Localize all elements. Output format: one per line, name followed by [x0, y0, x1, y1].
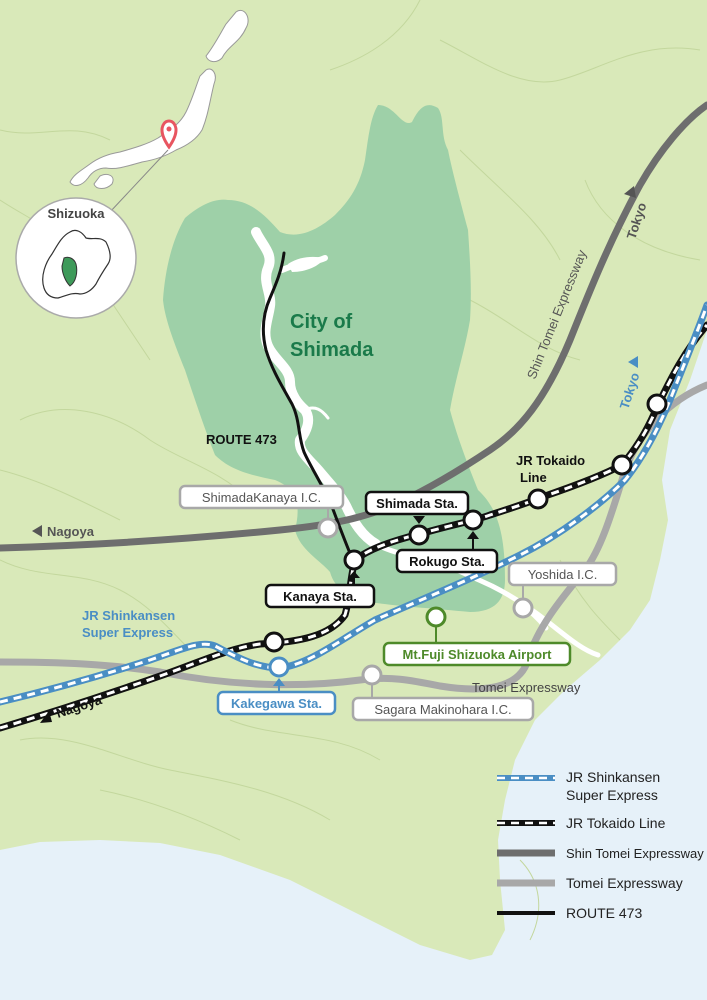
kanaya-sta-marker	[343, 549, 365, 571]
tokaido-station-marker-1	[527, 488, 549, 510]
route-473-label: ROUTE 473	[206, 432, 277, 447]
shimada-sta-marker	[408, 524, 430, 546]
station-markers	[263, 393, 668, 686]
rokugo-sta-pointer-icon	[467, 531, 479, 539]
shimada-sta-text: Shimada Sta.	[376, 496, 458, 511]
place-label-airport: Mt.Fuji Shizuoka Airport	[382, 641, 572, 667]
tomei-label: Tomei Expressway	[472, 680, 581, 695]
jr-tokaido-label-1: JR Tokaido	[516, 453, 585, 468]
jr-tokaido-line-dash	[0, 324, 707, 730]
rokugo-sta-text: Rokugo Sta.	[409, 554, 485, 569]
legend: JR Shinkansen Super Express JR Tokaido L…	[497, 769, 704, 921]
airport-marker	[425, 606, 447, 628]
tokaido-station-marker-3	[646, 393, 668, 415]
map-pin-dot	[166, 126, 172, 132]
place-label-kanaya-sta: Kanaya Sta.	[264, 583, 376, 609]
rokugo-sta-marker	[462, 509, 484, 531]
kanaya-sta-text: Kanaya Sta.	[283, 589, 357, 604]
kakegawa-sta-marker	[268, 656, 290, 678]
city-label-line-2: Shimada	[290, 339, 374, 361]
map-pin-icon	[160, 119, 178, 150]
nagoya-left-arrow-icon	[32, 525, 42, 537]
place-label-sagara-makinohara-ic: Sagara Makinohara I.C.	[351, 696, 535, 722]
legend-shinkansen-label-1: JR Shinkansen	[566, 769, 660, 785]
tokyo-rail-arrow-icon	[628, 356, 638, 368]
shimada-sta-pointer-icon	[413, 516, 425, 524]
place-label-shimada-sta: Shimada Sta.	[364, 490, 470, 516]
terrain-lines	[0, 0, 701, 941]
airport-text: Mt.Fuji Shizuoka Airport	[402, 647, 552, 662]
jr-tokaido-label-2: Line	[520, 470, 547, 485]
tokyo-top-arrow-icon	[624, 186, 636, 198]
city-label-line-1: City of	[290, 311, 353, 333]
place-label-kakegawa-sta: Kakegawa Sta.	[216, 690, 337, 716]
tokaido-station-marker-4	[263, 631, 285, 653]
sagara-makinohara-ic-text: Sagara Makinohara I.C.	[374, 702, 511, 717]
jr-shinkansen-line-dash	[0, 304, 707, 704]
legend-shin-tomei-label: Shin Tomei Expressway	[566, 846, 704, 861]
legend-shinkansen-label-2: Super Express	[566, 787, 658, 803]
shizuoka-label: Shizuoka	[47, 206, 105, 221]
yoshida-ic-text: Yoshida I.C.	[528, 567, 598, 582]
japan-outline	[69, 10, 249, 189]
nagoya-bottom-arrow-icon	[40, 711, 52, 723]
jr-shinkansen-label-1: JR Shinkansen	[82, 608, 175, 623]
shimada-inset-shape	[61, 256, 78, 287]
legend-route473-label: ROUTE 473	[566, 905, 642, 921]
tokaido-station-marker-2	[611, 454, 633, 476]
legend-tomei-label: Tomei Expressway	[566, 875, 683, 891]
shimadakanaya-ic-marker	[317, 517, 339, 539]
shimadakanaya-ic-text: ShimadaKanaya I.C.	[202, 490, 321, 505]
jr-shinkansen-label-2: Super Express	[82, 625, 173, 640]
route-473-line	[261, 251, 354, 560]
kanaya-sta-pointer-icon	[348, 571, 360, 578]
shimada-city-area	[163, 105, 505, 612]
sagara-makinohara-ic-marker	[361, 664, 383, 686]
place-label-shimadakanaya-ic: ShimadaKanaya I.C.	[178, 484, 345, 510]
kakegawa-sta-pointer-icon	[273, 678, 285, 686]
lake	[288, 256, 324, 272]
nagoya-left-label: Nagoya	[47, 524, 95, 539]
legend-tokaido-label: JR Tokaido Line	[566, 815, 666, 831]
place-label-rokugo-sta: Rokugo Sta.	[395, 548, 499, 574]
kakegawa-sta-text: Kakegawa Sta.	[231, 696, 322, 711]
japan-inset: Shizuoka	[15, 10, 249, 319]
yoshida-ic-marker	[512, 597, 534, 619]
place-label-yoshida-ic: Yoshida I.C.	[507, 561, 618, 587]
